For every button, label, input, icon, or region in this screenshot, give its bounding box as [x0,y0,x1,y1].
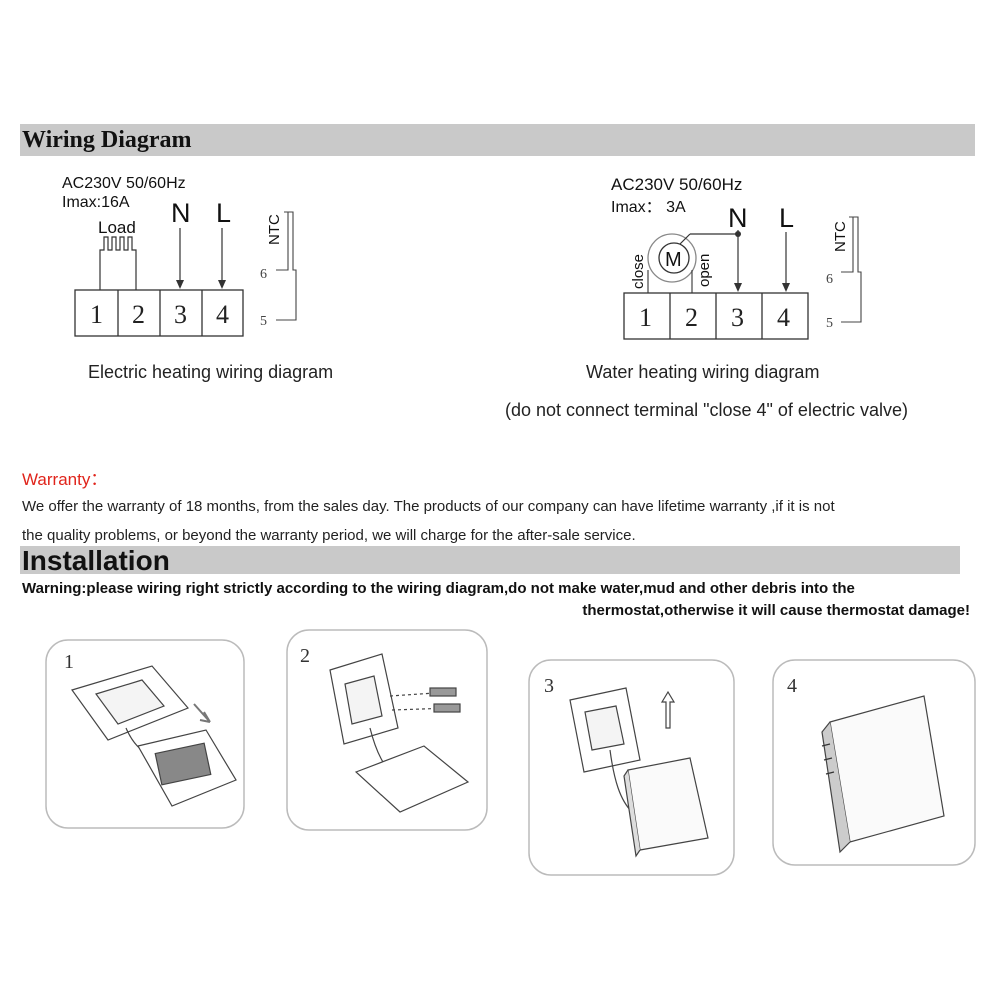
load-element-icon [99,236,137,290]
install-step-4: 4 [772,659,976,866]
electric-n-arrow-icon [176,280,184,289]
valve-motor-outer-circle [647,233,697,283]
water-n-label: N [728,203,748,233]
step-2-illustration [329,653,470,813]
electric-terminal-6: 6 [260,267,267,282]
water-terminal-block: 1 2 3 4 [623,292,809,340]
electric-ntc-label: NTC [266,214,283,245]
water-heating-note: (do not connect terminal "close 4" of el… [505,400,908,420]
warranty-title: Warranty： [22,470,108,489]
electric-terminal-1: 1 [90,300,103,329]
water-l-label: L [779,203,794,233]
install-step-2: 2 [286,629,488,831]
install-step-3-number: 3 [544,675,554,697]
electric-n-label: N [171,198,191,228]
water-heating-caption: Water heating wiring diagram [586,362,820,382]
electric-l-label: L [216,198,231,228]
water-terminal-1: 1 [639,303,652,332]
warranty-line-1: We offer the warranty of 18 months, from… [22,498,835,515]
electric-terminal-2: 2 [132,300,145,329]
water-terminal-6: 6 [826,272,833,287]
electric-load-label: Load [98,218,136,237]
water-n-arrow-icon [734,283,742,292]
water-l-arrow-icon [782,283,790,292]
valve-motor-label: M [665,249,682,271]
install-step-1: 1 [45,639,245,829]
wiring-diagram-title: Wiring Diagram [22,127,192,153]
valve-motor-icon [658,242,690,274]
electric-l-arrow-icon [218,280,226,289]
electric-ntc-sensor: NTC 6 5 [260,211,297,329]
water-terminal-2: 2 [685,303,698,332]
water-terminal-5: 5 [826,316,833,331]
installation-warning-line-1: Warning:please wiring right strictly acc… [22,580,855,597]
water-ntc-sensor: NTC 6 5 [826,216,862,331]
water-ntc-label: NTC [832,221,849,252]
installation-title: Installation [22,545,170,576]
electric-terminal-3: 3 [174,300,187,329]
valve-close-label: close [630,254,647,289]
install-step-3: 3 [528,659,735,876]
step-3-illustration [569,687,709,858]
wiring-diagram-header: Wiring Diagram [20,124,975,156]
water-terminal-4: 4 [777,303,790,332]
water-supply-label: AC230V 50/60Hz [611,175,742,194]
valve-open-label: open [696,254,713,287]
electric-heating-caption: Electric heating wiring diagram [88,362,334,382]
electric-terminal-5: 5 [260,314,267,329]
warranty-line-2: the quality problems, or beyond the warr… [22,527,636,544]
electric-terminal-block: 1 2 3 4 [74,289,244,337]
electric-imax-label: Imax:16A [62,194,130,211]
water-terminal-3: 3 [731,303,744,332]
valve-motor-wire-top [679,233,691,245]
electric-terminal-4: 4 [216,300,229,329]
electric-supply-label: AC230V 50/60Hz [62,175,186,192]
step-1-illustration [71,665,237,807]
water-imax-label: Imax： 3A [611,199,686,216]
install-step-2-number: 2 [300,645,310,667]
step-4-illustration [821,695,945,854]
install-step-4-number: 4 [787,675,797,697]
install-step-1-number: 1 [64,651,74,673]
installation-header: Installation [20,545,960,576]
installation-warning-line-2: thermostat,otherwise it will cause therm… [582,602,970,619]
